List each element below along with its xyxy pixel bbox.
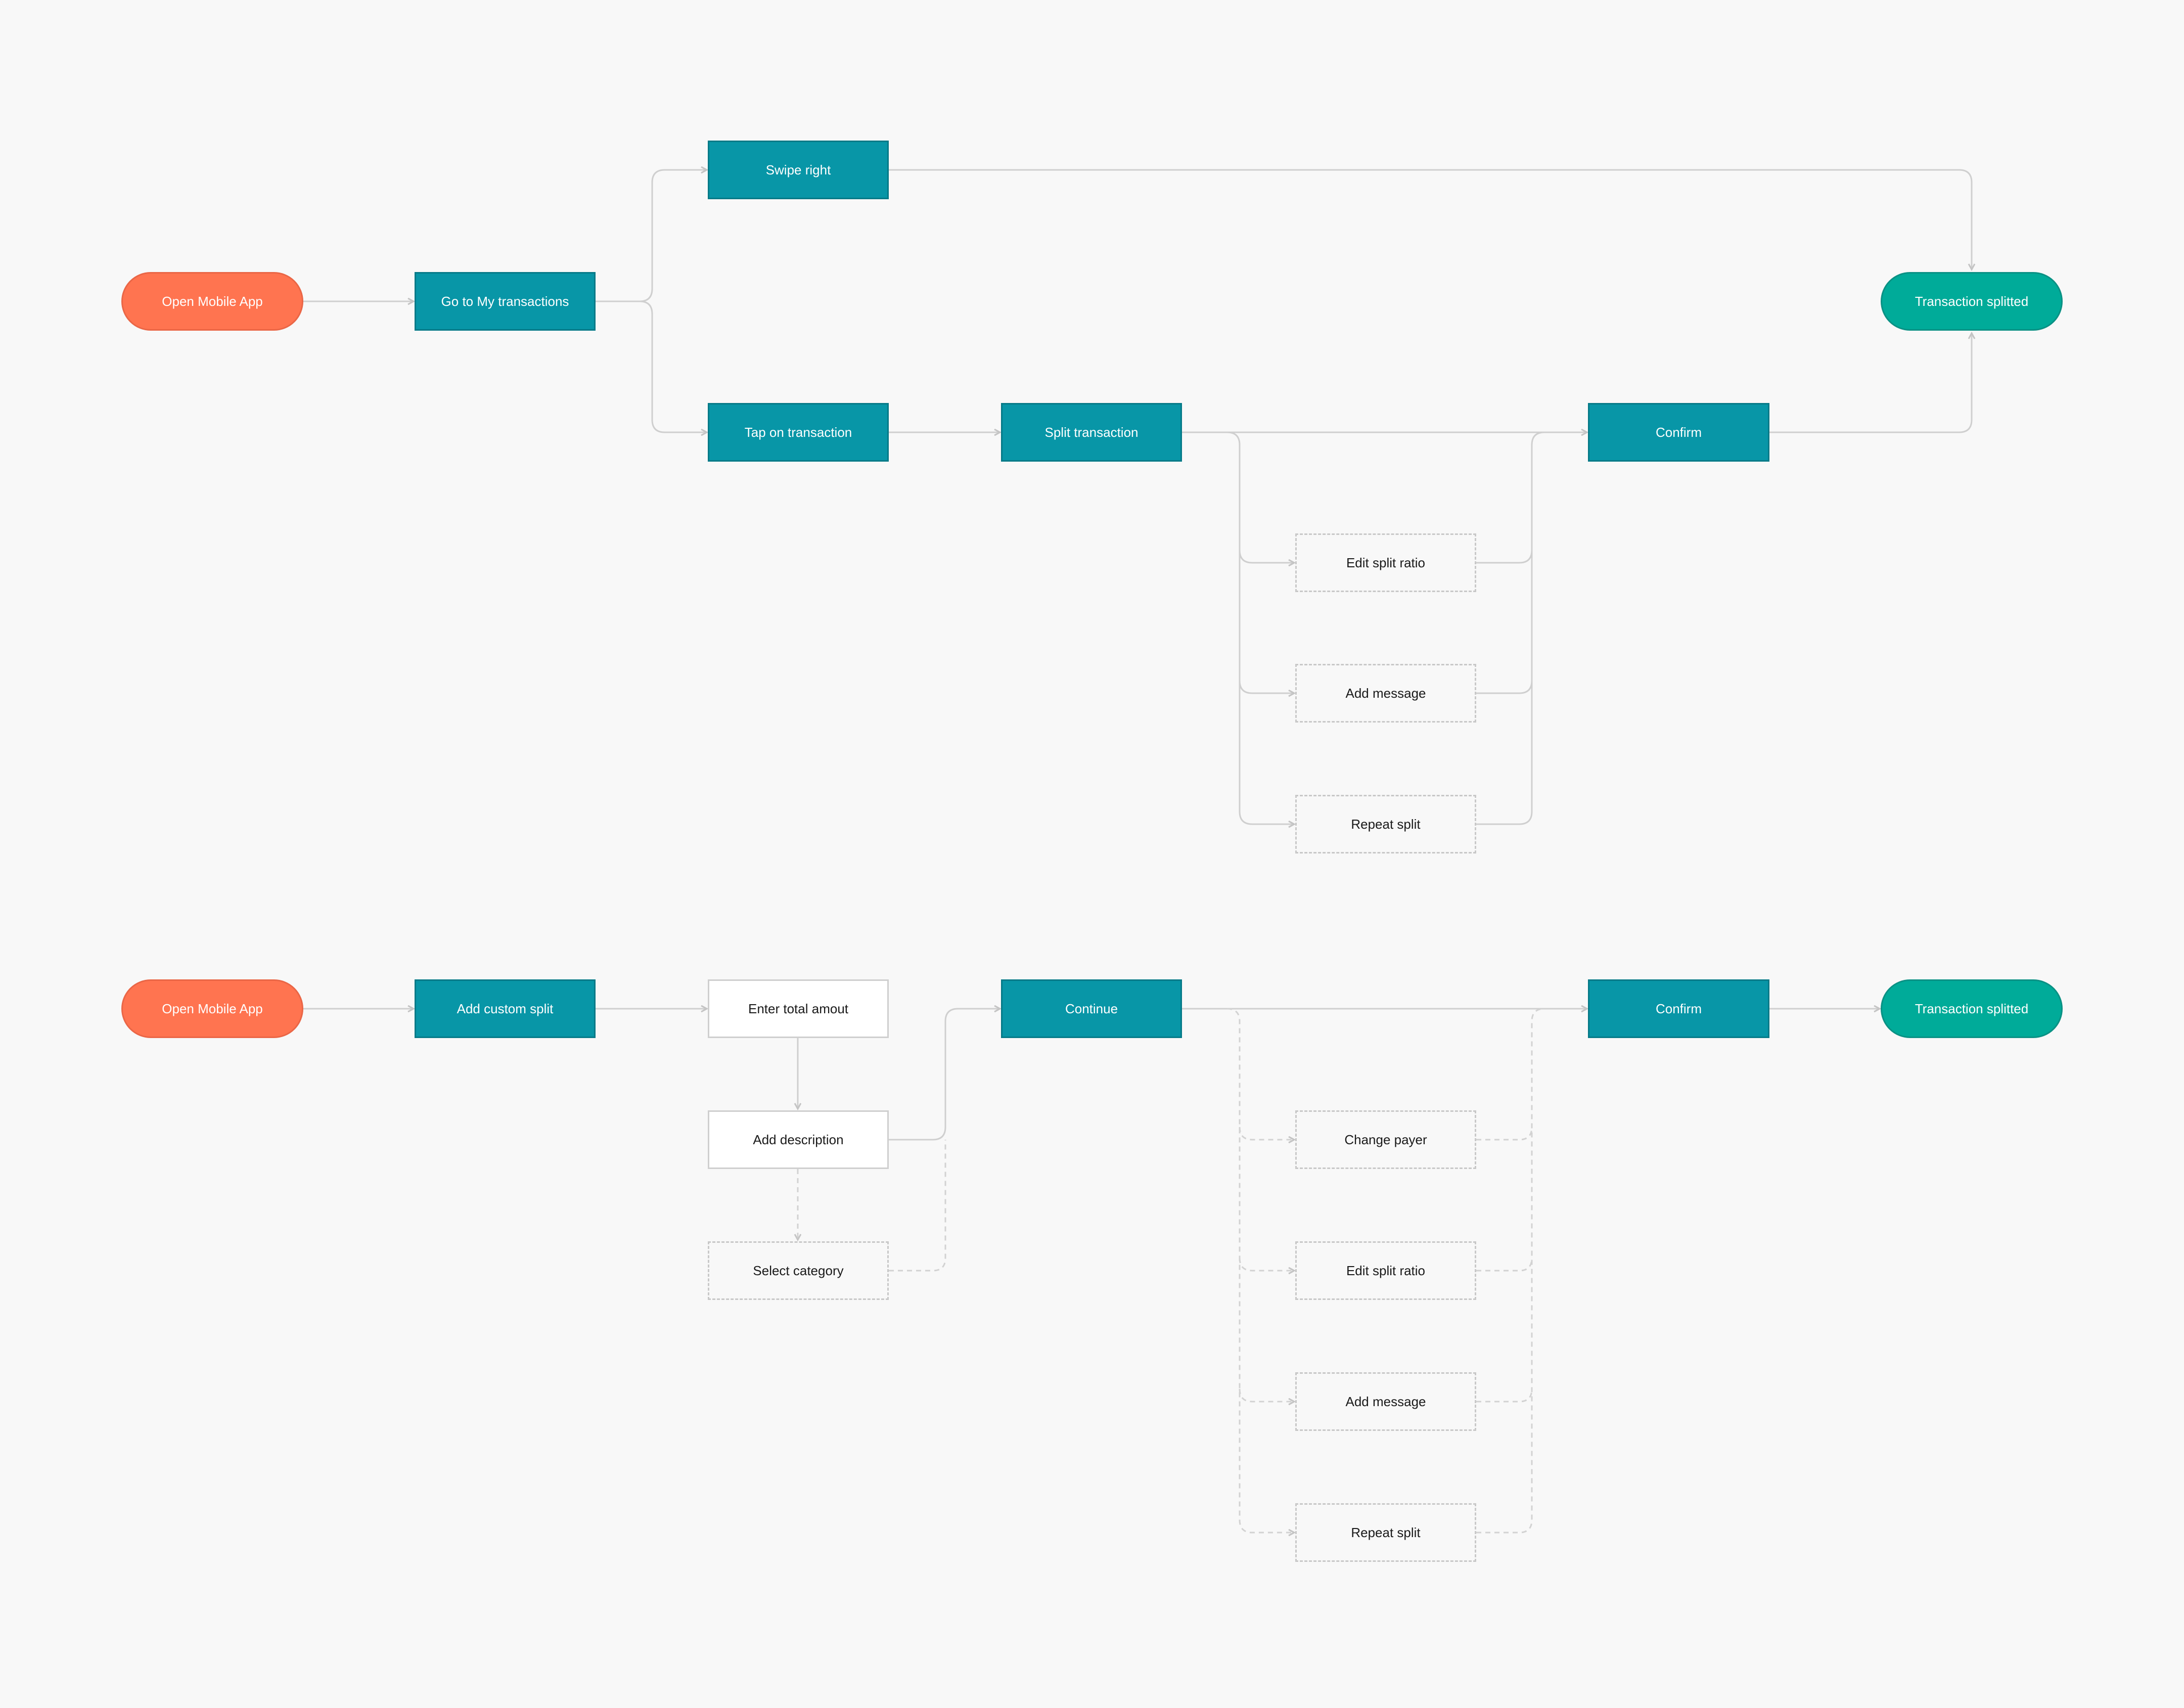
edge-add-message-rejoin-1: [1476, 680, 1533, 694]
flow2-add-description[interactable]: Add description: [708, 1110, 889, 1169]
node-label: Edit split ratio: [1346, 1263, 1426, 1278]
edge-branch-down-2: [1226, 1008, 1294, 1533]
node-label: Confirm: [1655, 424, 1702, 440]
edge-to-edit-ratio-1: [1239, 550, 1294, 563]
edge-add-message-rejoin-2: [1476, 1388, 1533, 1403]
node-label: Add message: [1345, 1394, 1426, 1409]
edge-swipe-to-done: [889, 169, 1972, 269]
edge-to-add-message-1: [1239, 680, 1294, 693]
flow1-split-transaction[interactable]: Split transaction: [1001, 403, 1182, 462]
edge-branch-down-1: [1182, 431, 1294, 824]
node-label: Transaction splitted: [1915, 1001, 2029, 1016]
node-label: Open Mobile App: [162, 293, 263, 309]
flow1-swipe-right[interactable]: Swipe right: [708, 141, 889, 199]
node-label: Add custom split: [457, 1001, 554, 1016]
flow2-select-category[interactable]: Select category: [708, 1241, 889, 1300]
node-label: Edit split ratio: [1346, 555, 1426, 570]
flow1-repeat-split[interactable]: Repeat split: [1295, 795, 1476, 853]
node-label: Go to My transactions: [441, 293, 569, 309]
edge-rejoin-2: [1476, 1008, 1545, 1534]
edge-to-edit-ratio-2: [1239, 1257, 1294, 1271]
edge-change-payer-rejoin: [1476, 1127, 1533, 1141]
flow2-continue[interactable]: Continue: [1001, 979, 1182, 1038]
edge-description-to-continue: [889, 1009, 1000, 1141]
edge-confirm-to-done: [1769, 333, 1972, 433]
flow1-open-mobile-app[interactable]: Open Mobile App: [121, 272, 303, 331]
node-label: Transaction splitted: [1915, 293, 2029, 309]
flow1-go-to-my-transactions[interactable]: Go to My transactions: [415, 272, 596, 331]
edge-rejoin-1: [1476, 431, 1545, 825]
flow1-add-message[interactable]: Add message: [1295, 664, 1476, 723]
edge-edit-ratio-rejoin-1: [1476, 550, 1533, 564]
node-label: Add message: [1345, 685, 1426, 701]
flow1-edit-split-ratio[interactable]: Edit split ratio: [1295, 533, 1476, 592]
edge-mytransactions-to-swipe: [596, 170, 707, 302]
node-label: Open Mobile App: [162, 1001, 263, 1016]
flow1-confirm[interactable]: Confirm: [1588, 403, 1769, 462]
edge-mytransactions-to-tap: [639, 300, 707, 432]
flow1-transaction-splitted[interactable]: Transaction splitted: [1881, 272, 2063, 331]
node-label: Confirm: [1655, 1001, 1702, 1016]
flow2-open-mobile-app[interactable]: Open Mobile App: [121, 979, 303, 1038]
flow2-confirm[interactable]: Confirm: [1588, 979, 1769, 1038]
flow2-repeat-split[interactable]: Repeat split: [1295, 1503, 1476, 1562]
edge-to-add-message-2: [1239, 1388, 1294, 1402]
node-label: Select category: [753, 1263, 844, 1278]
flow2-change-payer[interactable]: Change payer: [1295, 1110, 1476, 1169]
edge-category-to-continue: [889, 1140, 946, 1272]
node-label: Repeat split: [1351, 816, 1421, 832]
flow2-edit-split-ratio[interactable]: Edit split ratio: [1295, 1241, 1476, 1300]
node-label: Split transaction: [1044, 424, 1139, 440]
node-label: Swipe right: [765, 162, 831, 177]
node-label: Add description: [753, 1132, 844, 1147]
node-label: Enter total amout: [748, 1001, 848, 1016]
node-label: Continue: [1065, 1001, 1118, 1016]
edge-edit-ratio-rejoin-2: [1476, 1257, 1533, 1272]
node-label: Tap on transaction: [744, 424, 852, 440]
flow2-add-custom-split[interactable]: Add custom split: [415, 979, 596, 1038]
node-label: Repeat split: [1351, 1524, 1421, 1540]
flow1-tap-on-transaction[interactable]: Tap on transaction: [708, 403, 889, 462]
flow2-add-message[interactable]: Add message: [1295, 1372, 1476, 1431]
flow2-enter-total-amount[interactable]: Enter total amout: [708, 979, 889, 1038]
edge-to-change-payer: [1239, 1127, 1294, 1140]
node-label: Change payer: [1344, 1132, 1427, 1147]
flow2-transaction-splitted[interactable]: Transaction splitted: [1881, 979, 2063, 1038]
